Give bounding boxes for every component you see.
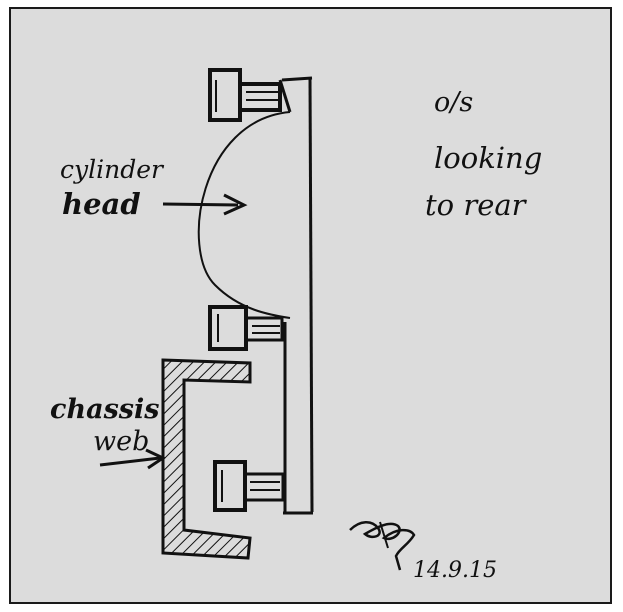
label-head: head [62, 187, 141, 221]
label-chassis: chassis [50, 394, 159, 425]
label-web: web [93, 426, 149, 457]
cylinder-head-outline [197, 111, 291, 319]
label-view-line2: looking [434, 141, 542, 175]
web-arrow-icon [99, 448, 167, 470]
label-view-line1: o/s [434, 87, 473, 118]
chassis-channel [161, 358, 252, 560]
head-arrow-icon [162, 193, 248, 216]
label-date: 14.9.15 [413, 558, 497, 583]
block-plate [281, 76, 314, 515]
lower-bolt-icon [213, 460, 285, 512]
label-cylinder: cylinder [60, 155, 165, 184]
signature-scribble-icon [349, 521, 416, 571]
middle-bolt-icon [208, 305, 284, 351]
label-view-line3: to rear [425, 188, 528, 222]
top-bolt-icon [208, 68, 292, 122]
